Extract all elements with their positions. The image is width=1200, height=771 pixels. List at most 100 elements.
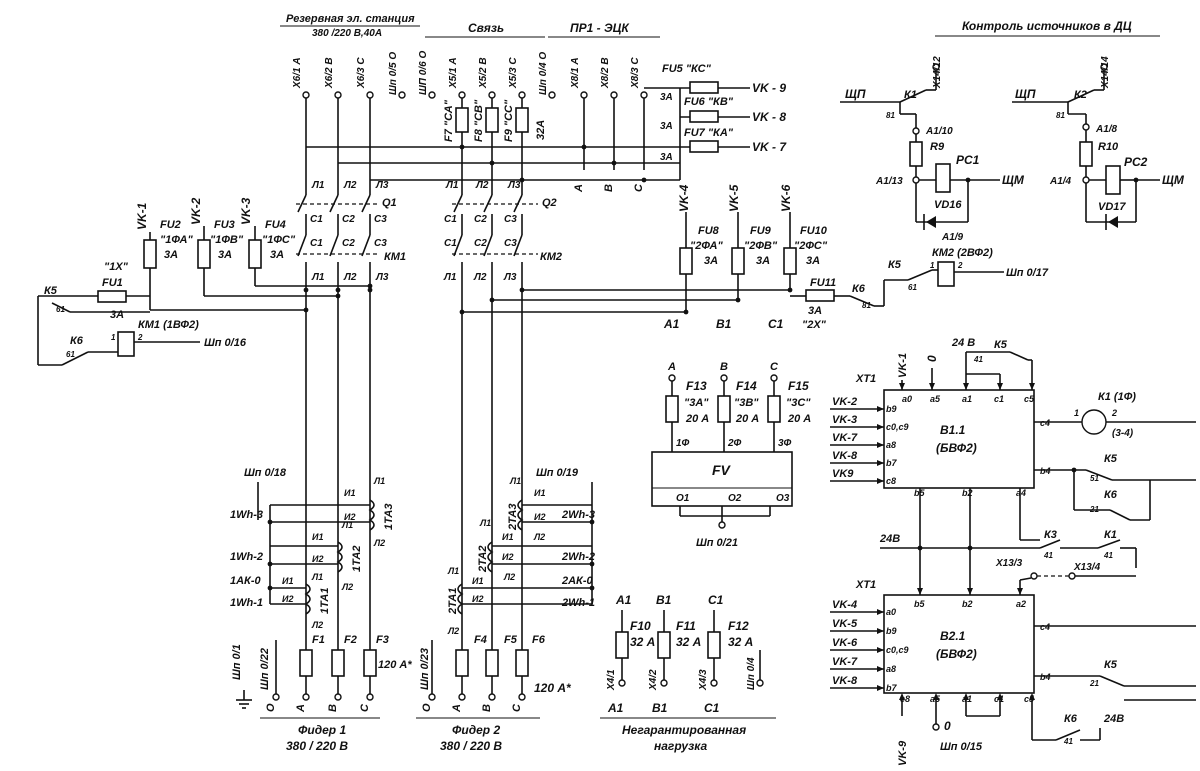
b11-left-vk: VK9 bbox=[832, 468, 854, 480]
b11-left-vk: VK-2 bbox=[832, 396, 857, 408]
km2-contact: С2 bbox=[474, 238, 487, 249]
km2-l: Л1 bbox=[443, 272, 457, 283]
k1-coil-label: К1 (1Ф) bbox=[1098, 391, 1136, 403]
f2-winding: 2Wh-3 bbox=[561, 509, 595, 521]
ta-pin: И1 bbox=[534, 488, 545, 498]
b11-xt: ХТ1 bbox=[855, 373, 876, 385]
fv-output: О3 bbox=[776, 493, 790, 504]
bus-label: Л2 bbox=[475, 180, 489, 191]
ta-pin: Л2 bbox=[341, 582, 353, 592]
ta-pin: И2 bbox=[472, 594, 483, 604]
f2-ta1: 2ТА1 bbox=[447, 588, 459, 615]
terminal-label: Х6/3 С bbox=[356, 57, 367, 89]
feeder-2: Шп 0/19 2Wh-3 2Wh-2 2АК-0 2Wh-1 2ТА3 2ТА… bbox=[416, 330, 595, 753]
f1-shp-0-18: Шп 0/18 bbox=[244, 467, 287, 479]
b11-top-pin: а1 bbox=[962, 394, 972, 404]
fu9-tag: "2ФВ" bbox=[744, 240, 778, 252]
km1-contact: С1 bbox=[310, 238, 323, 249]
ta-pin: Л1 bbox=[479, 518, 491, 528]
km2-label: КМ2 bbox=[540, 251, 562, 263]
fv-phase-a: А bbox=[667, 361, 676, 373]
fu7-label: FU7 "КА" bbox=[684, 127, 734, 139]
b11-24v: 24 В bbox=[951, 337, 975, 349]
fu8-rating: 3А bbox=[704, 255, 718, 267]
k6-right-pin: 81 bbox=[862, 301, 871, 310]
b11-sub: (БВФ2) bbox=[936, 441, 977, 455]
f13-name: F13 bbox=[686, 379, 707, 393]
km1-l: Л3 bbox=[375, 272, 389, 283]
ng-fuse-name: F10 bbox=[630, 619, 651, 633]
f1-ta2: 1ТА2 bbox=[351, 546, 363, 572]
k5-label: К5 bbox=[44, 285, 58, 297]
b21-left-vk: VK-5 bbox=[832, 618, 858, 630]
shp-0-17: Шп 0/17 bbox=[1006, 267, 1049, 279]
b21-left-vk: VK-6 bbox=[832, 637, 858, 649]
ng-terminal: Шп 0/4 bbox=[746, 657, 757, 690]
k1-mid-pin: 41 bbox=[1103, 551, 1113, 560]
b21-24v: 24В bbox=[1103, 713, 1124, 725]
ta-pin: Л2 bbox=[311, 620, 323, 630]
k6-right-label: К6 bbox=[852, 283, 866, 295]
left-fuses: VK-1 VK-2 VK-3 FU2 "1ФА" 3А FU3 "1ФВ" 3А… bbox=[135, 197, 373, 313]
b21-name: В2.1 bbox=[940, 629, 966, 643]
shp-label-2: ЩП bbox=[1015, 87, 1036, 101]
f1-phase: О bbox=[265, 703, 277, 712]
bus-label: Л2 bbox=[343, 180, 357, 191]
b21-left-pin: а0 bbox=[886, 607, 896, 617]
km1-coil-label: КМ1 (1ВФ2) bbox=[138, 319, 199, 331]
x14-12-label: Х14/12 bbox=[932, 56, 943, 89]
terminal-label: Х8/2 В bbox=[600, 57, 611, 89]
shm1-label: ЩМ bbox=[1002, 173, 1025, 187]
fu1-rating: 3А bbox=[110, 309, 124, 321]
b11-right-pin: b4 bbox=[1040, 466, 1051, 476]
feeder-1: Шп 0/18 1Wh-3 1Wh-2 1АК-0 1Wh-1 1ТА3 1ТА… bbox=[230, 287, 412, 753]
b21-xt: ХТ1 bbox=[855, 579, 876, 591]
terminal-label: Х6/1 А bbox=[292, 57, 303, 89]
b21-left-vk: VK-8 bbox=[832, 675, 858, 687]
f15-tag: "3С" bbox=[786, 397, 811, 409]
terminal-x6-3: Х6/3 С bbox=[356, 57, 374, 99]
b21-top-pin: b5 bbox=[914, 599, 925, 609]
vk8-label: VK - 8 bbox=[752, 110, 786, 124]
b11-left-pin: с0,с9 bbox=[886, 422, 909, 432]
q1-km1-switches: Q1 С1 С2 С3 С1 С2 С3 КМ1 Л1 Л2 Л3 bbox=[296, 194, 406, 290]
header-reserve-voltage: 380 /220 В,40А bbox=[312, 28, 382, 39]
ng-fuse-rating: 32 А bbox=[676, 635, 701, 649]
km2-l: Л3 bbox=[503, 272, 517, 283]
f2-winding: 2АК-0 bbox=[561, 575, 593, 587]
bus-label: Л3 bbox=[375, 180, 389, 191]
ng-terminal: Х4/3 bbox=[698, 669, 709, 691]
q1-contact: С3 bbox=[374, 214, 387, 225]
f1-winding: 1Wh-1 bbox=[230, 597, 263, 609]
mid-24v: 24В bbox=[879, 533, 900, 545]
f1-shp-0-22: Шп 0/22 bbox=[259, 648, 271, 690]
header-kontrol: Контроль источников в ДЦ bbox=[962, 19, 1132, 33]
k6-label: К6 bbox=[70, 335, 84, 347]
b11-zero: 0 bbox=[925, 355, 939, 362]
km1-coil-pin: 2 bbox=[137, 333, 143, 342]
k5-right-pin: 61 bbox=[908, 283, 917, 292]
fu3-name: FU3 bbox=[214, 219, 235, 231]
fuse-label-f7: F7 "СА" bbox=[443, 99, 455, 142]
terminal-shp-0-4: Шп 0/4 О bbox=[538, 52, 556, 99]
k1-mid-label: К1 bbox=[1104, 529, 1117, 541]
b21-bottom-pin: с8 bbox=[900, 694, 910, 704]
km1-contact: С2 bbox=[342, 238, 355, 249]
fu7-rating: 3А bbox=[660, 152, 673, 163]
x13-4-label: Х13/4 bbox=[1073, 562, 1101, 573]
f2-phase: С bbox=[511, 703, 523, 712]
k1-pin: 81 bbox=[886, 111, 895, 120]
b11-left-vk: VK-7 bbox=[832, 432, 858, 444]
fv-block: А В С F13 "3А" 20 А F14 "3В" 20 А F15 "3… bbox=[651, 361, 811, 549]
bus-label: В bbox=[603, 184, 615, 192]
fv-output: О1 bbox=[676, 493, 690, 504]
ta-pin: И2 bbox=[312, 554, 323, 564]
fu10-rating: 3А bbox=[806, 255, 820, 267]
f2-ta3: 2ТА3 bbox=[507, 504, 519, 531]
terminal-x5-1: Х5/1 А bbox=[448, 57, 466, 99]
fu6-rating: 3А bbox=[660, 121, 673, 132]
f1-phase: А bbox=[295, 704, 307, 713]
vk7-label: VK - 7 bbox=[752, 140, 787, 154]
fu9-rating: 3А bbox=[756, 255, 770, 267]
ng-bottom: В1 bbox=[652, 701, 668, 715]
